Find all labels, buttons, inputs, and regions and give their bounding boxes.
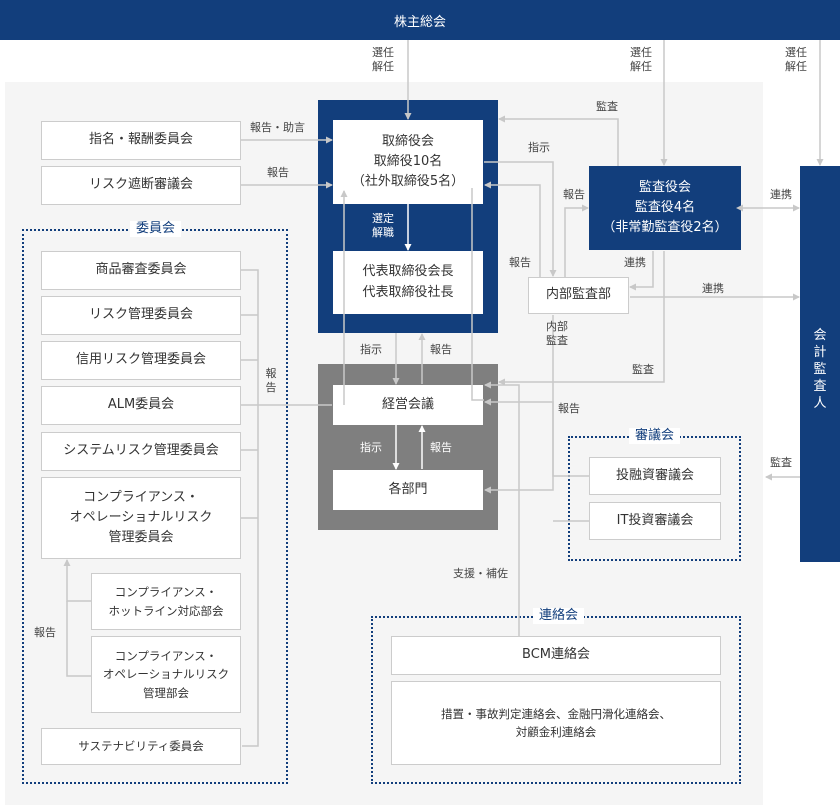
bcm-liaison-box: BCM連絡会: [391, 636, 721, 675]
cooperate-label: 連携: [770, 188, 792, 201]
committee-box: 商品審査委員会: [41, 251, 241, 290]
nomination-label: 指名・報酬委員会: [88, 132, 193, 148]
auditor-char: 査: [813, 379, 827, 394]
sustainability-label: サステナビリティ委員会: [78, 739, 204, 754]
subcommittee-box: コンプライアンス・ オペレーショナルリスク 管理部会: [91, 636, 241, 713]
sustainability-committee-box: サステナビリティ委員会: [41, 728, 241, 765]
committee-box: コンプライアンス・ オペレーショナルリスク 管理委員会: [41, 477, 241, 559]
committee-box: リスク管理委員会: [41, 296, 241, 335]
internal-audit-box: 内部監査部: [528, 277, 629, 314]
report-label: 報告: [563, 188, 585, 201]
accounting-auditor-label: 会 計 監 査 人: [812, 327, 828, 412]
shareholders-meeting-bar: 株主総会: [0, 0, 840, 40]
auditor-char: 人: [813, 396, 827, 411]
risk-block-council-box: リスク遮断審議会: [41, 166, 241, 205]
councils-title: 審議会: [629, 428, 681, 444]
report-label: 報告: [430, 343, 452, 356]
report-label: 報告: [558, 402, 580, 415]
auditor-char: 監: [813, 362, 827, 377]
report-label: 報告: [265, 367, 277, 395]
committee-box: システムリスク管理委員会: [41, 432, 241, 471]
committee-box: ALM委員会: [41, 386, 241, 425]
auditor-char: 計: [813, 345, 827, 360]
elect-label: 選任 解任: [372, 46, 394, 74]
instruct-label: 指示: [528, 141, 550, 154]
board-of-directors-box: 取締役会 取締役10名 （社外取締役5名）: [333, 120, 483, 204]
committees-title: 委員会: [130, 221, 182, 237]
report-advice-label: 報告・助言: [250, 121, 305, 134]
departments-label: 各部門: [388, 481, 428, 497]
instruct-label: 指示: [360, 343, 382, 356]
other-liaison-box: 措置・事故判定連絡会、金融円滑化連絡会、 対顧金利連絡会: [391, 681, 721, 765]
cooperate-label: 連携: [624, 256, 646, 269]
risk-block-label: リスク遮断審議会: [88, 177, 193, 193]
audit-board-box: 監査役会 監査役4名 （非常勤監査役2名）: [589, 166, 741, 250]
liaison-title: 連絡会: [533, 608, 585, 624]
report-label: 報告: [267, 166, 289, 179]
committee-box: 信用リスク管理委員会: [41, 341, 241, 380]
representative-directors-box: 代表取締役会長 代表取締役社長: [333, 251, 483, 314]
auditor-char: 会: [813, 328, 827, 343]
subcommittee-box: コンプライアンス・ ホットライン対応部会: [91, 573, 241, 630]
cooperate-label: 連携: [702, 282, 724, 295]
instruct-label: 指示: [360, 441, 382, 454]
report-label: 報告: [509, 256, 531, 269]
accounting-auditor-column: [800, 166, 840, 562]
bcm-label: BCM連絡会: [522, 647, 590, 663]
report-label: 報告: [34, 626, 56, 639]
nomination-compensation-committee-box: 指名・報酬委員会: [41, 121, 241, 160]
internal-audit-link-label: 内部 監査: [546, 320, 568, 348]
elect-label: 選任 解任: [785, 46, 807, 74]
departments-box: 各部門: [333, 470, 483, 510]
audit-label: 監査: [632, 363, 654, 376]
council-box: 投融資審議会: [589, 457, 721, 495]
select-dismiss-label: 選定 解職: [372, 212, 394, 240]
audit-label: 監査: [596, 100, 618, 113]
audit-label: 監査: [770, 456, 792, 469]
council-box: IT投資審議会: [589, 502, 721, 540]
management-meeting-label: 経営会議: [381, 396, 434, 412]
support-label: 支援・補佐: [453, 567, 508, 580]
report-label: 報告: [430, 441, 452, 454]
management-meeting-box: 経営会議: [333, 385, 483, 425]
internal-audit-label: 内部監査部: [545, 287, 611, 303]
shareholders-meeting-label: 株主総会: [393, 14, 446, 30]
elect-label: 選任 解任: [630, 46, 652, 74]
